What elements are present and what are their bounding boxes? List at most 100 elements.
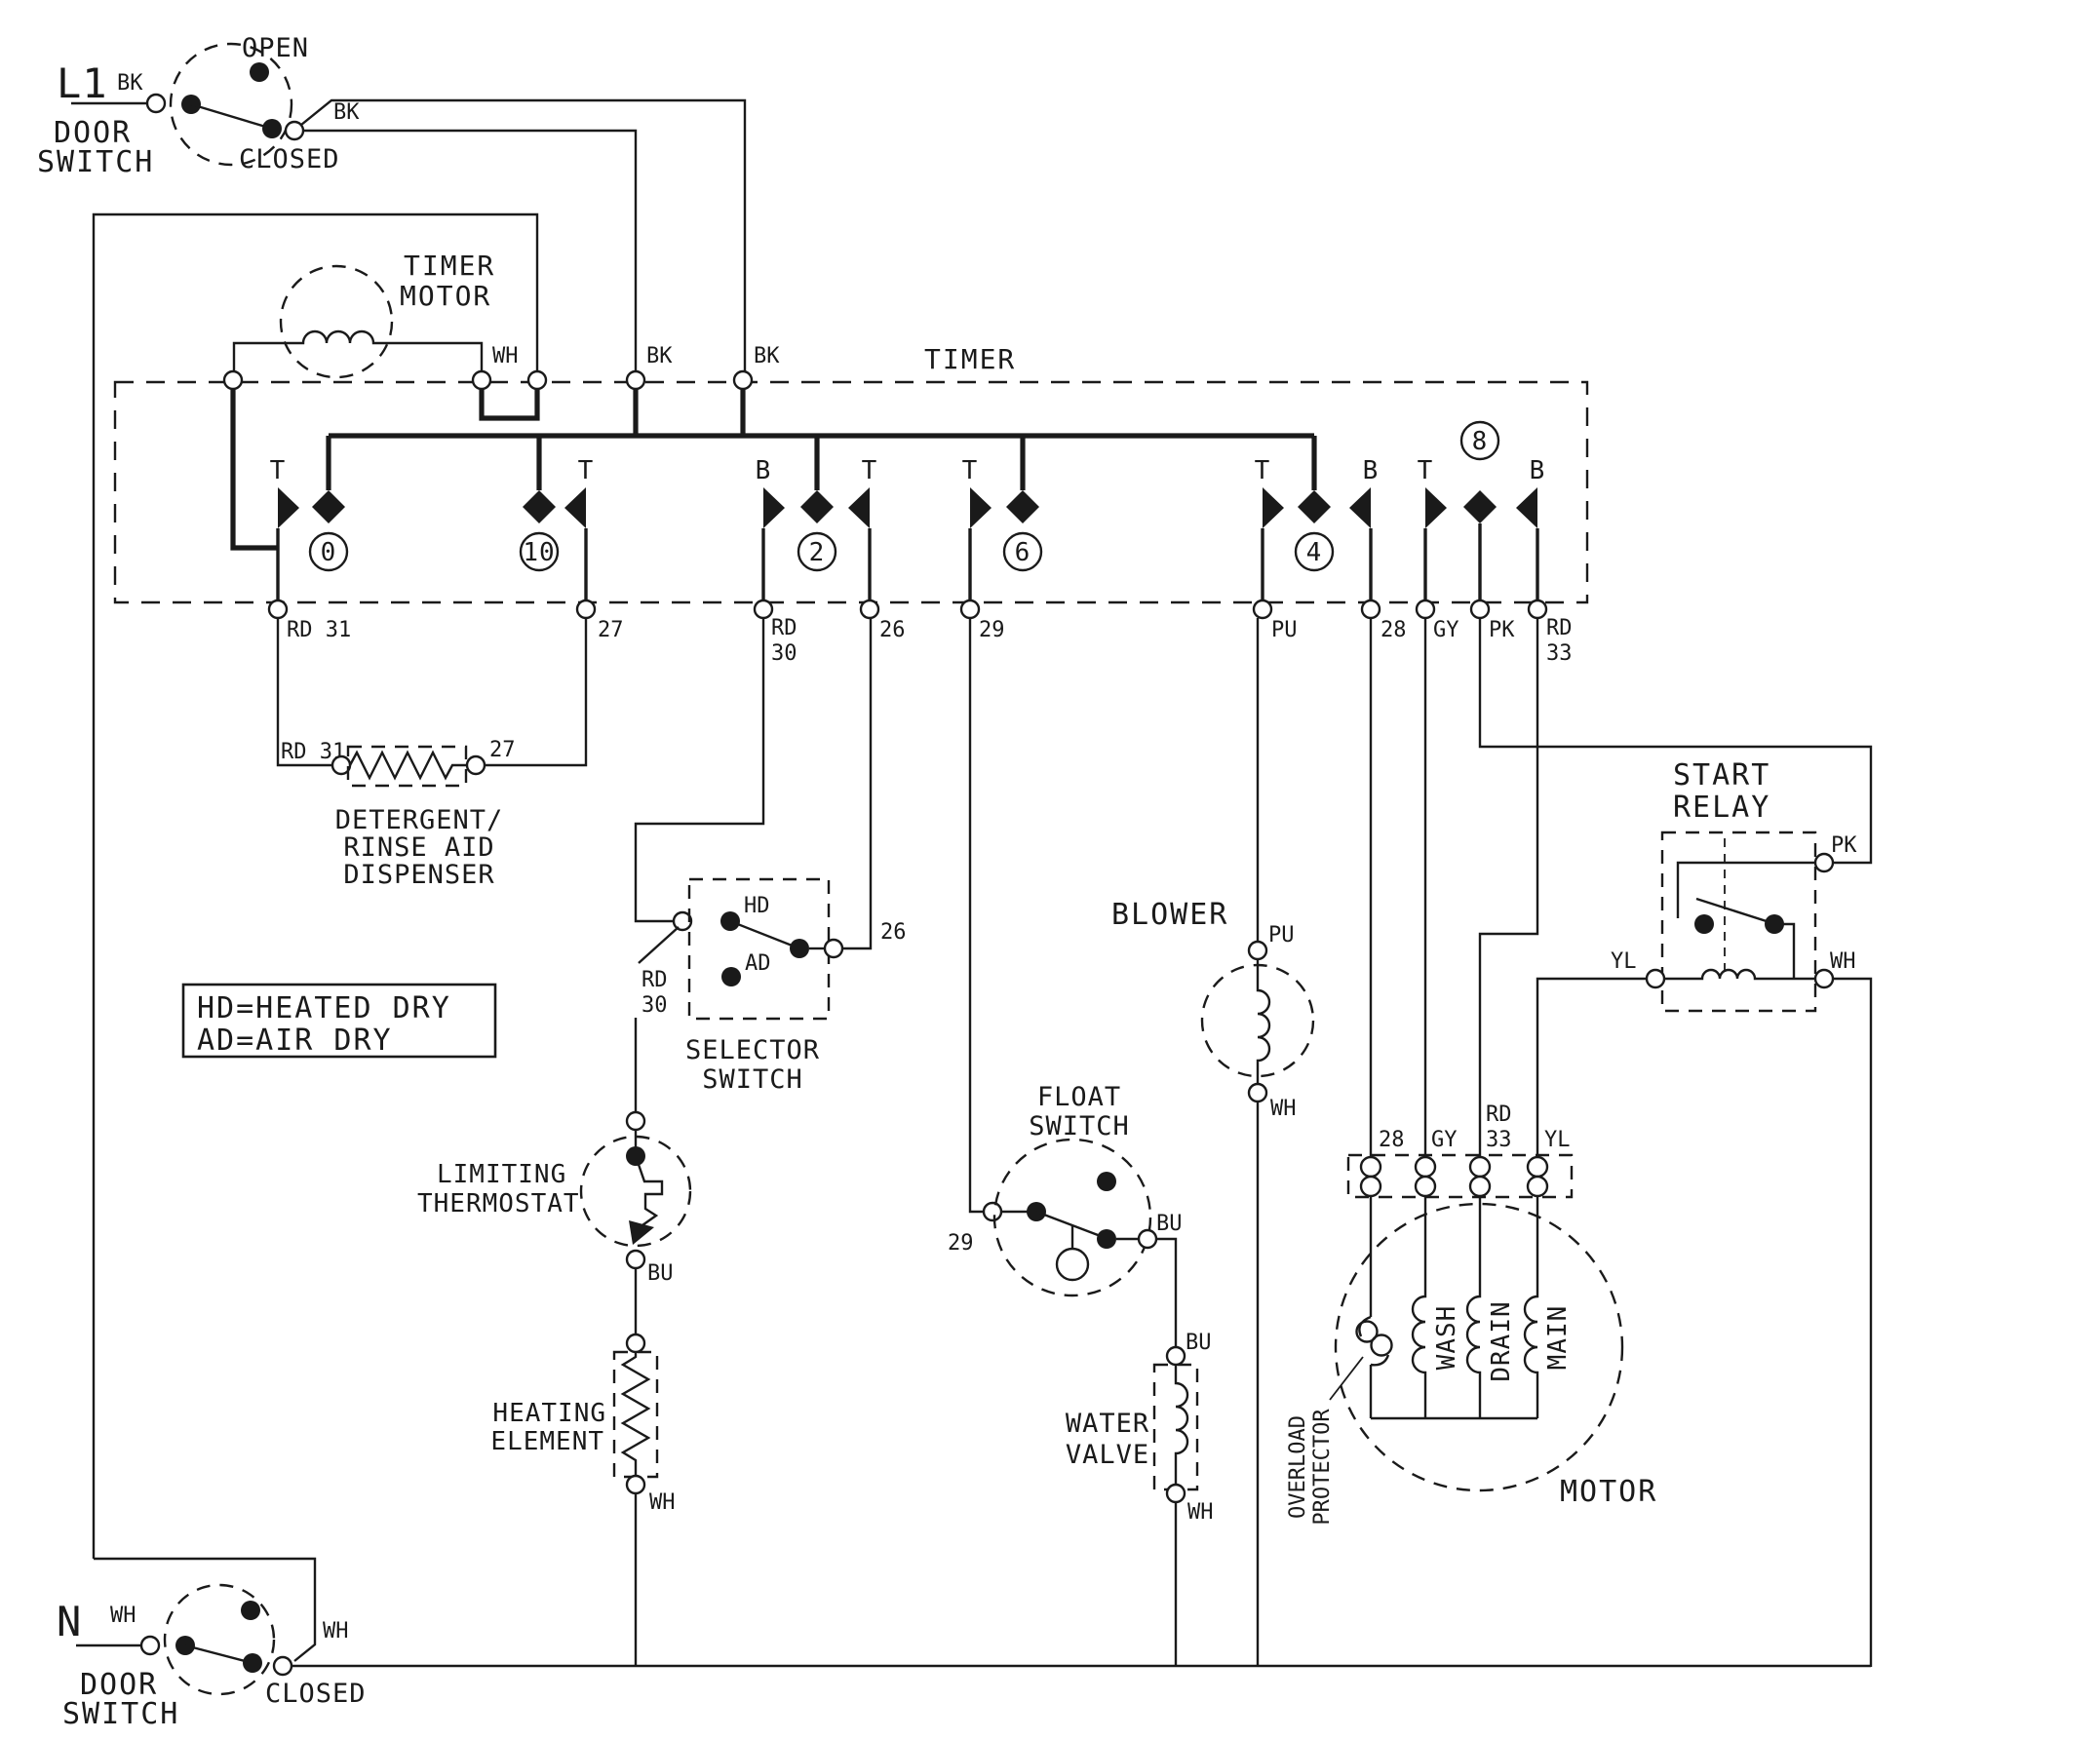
contact-open	[1097, 1172, 1116, 1191]
wire-label: 30	[771, 641, 797, 666]
cam-common-diamond	[1006, 490, 1039, 523]
terminal	[732, 369, 754, 391]
plug-pin	[1359, 1175, 1382, 1198]
relay-contact-out	[1774, 922, 1796, 979]
selector-blade	[729, 919, 800, 950]
wire-yl	[1536, 977, 1647, 1156]
contact-closed	[1097, 1229, 1116, 1249]
timer-motor-feed	[230, 389, 278, 551]
wire-label-bk-feed1: BK	[646, 344, 673, 368]
terminal	[526, 369, 548, 391]
wire-label-bk-l1: BK	[117, 71, 143, 96]
overload-leader-line	[1329, 1356, 1364, 1401]
dispenser-label-3: DISPENSER	[343, 860, 494, 890]
wire-label: 27	[598, 618, 624, 642]
valve-label-2: VALVE	[1066, 1440, 1149, 1470]
float-label-1: FLOAT	[1037, 1082, 1121, 1112]
relay-label-1: START	[1673, 758, 1770, 793]
wire-label: RD	[771, 616, 797, 640]
wire-label: BU	[1186, 1331, 1212, 1355]
wire-label: PU	[1271, 618, 1298, 642]
dispenser-resistor	[348, 750, 467, 781]
terminal	[625, 1333, 646, 1354]
wire-label: 26	[879, 618, 906, 642]
thermostat-label-1: LIMITING	[437, 1160, 566, 1189]
plug-wire-label: RD	[1486, 1102, 1512, 1127]
selector-label-1: SELECTOR	[685, 1035, 820, 1065]
plug-wire-label: 33	[1486, 1128, 1512, 1152]
blower: BLOWER PU WH	[1111, 618, 1315, 1667]
cam-number-ring	[1002, 531, 1043, 572]
timer-motor-coil	[232, 329, 484, 371]
valve-coil	[1174, 1365, 1189, 1485]
terminal	[267, 599, 289, 620]
terminal	[471, 369, 492, 391]
terminal	[625, 1474, 646, 1495]
ad-label: AD	[745, 951, 771, 976]
motor: 28 GY RD 33 YL WASH DRAIN MAIN OVERLOAD …	[1286, 1102, 1657, 1526]
wire-label: WH	[1187, 1500, 1214, 1525]
terminal	[982, 1201, 1003, 1222]
cam-contact-type: T	[578, 456, 595, 485]
cam-contact-type: B	[1363, 456, 1380, 485]
dispenser-outline	[346, 745, 468, 788]
cam-contact-right	[1516, 487, 1537, 528]
terminal	[145, 93, 167, 114]
plug-pin	[1414, 1175, 1437, 1198]
plug-pin	[1526, 1175, 1549, 1198]
switch-label: SWITCH	[62, 1697, 179, 1731]
terminal	[1247, 1082, 1268, 1103]
cam-number: 0	[321, 538, 337, 567]
wire-bu	[1156, 1237, 1178, 1348]
wire-label: RD	[1546, 616, 1573, 640]
terminal	[625, 369, 646, 391]
neutral-source-label: N	[57, 1598, 82, 1645]
wire-29	[968, 618, 984, 1214]
legend-line-2: AD=AIR DRY	[197, 1024, 393, 1058]
terminal	[222, 369, 244, 391]
motor-plug-outline	[1346, 1153, 1574, 1199]
plug-pin	[1468, 1175, 1492, 1198]
winding-label: MAIN	[1543, 1305, 1573, 1371]
terminal	[1137, 1228, 1158, 1250]
cam-contact-type: T	[270, 456, 287, 485]
timer-cam-4: T B 4 PU 28	[1252, 456, 1407, 642]
terminal	[284, 120, 305, 141]
cam-contact-left	[970, 487, 992, 528]
timer-cam-0: T 0 RD 31	[267, 456, 351, 642]
wire-bk-feed-2	[303, 129, 638, 371]
terminal	[1469, 599, 1491, 620]
valve-label-1: WATER	[1066, 1409, 1149, 1439]
terminal	[959, 599, 981, 620]
heater-resistor	[620, 1352, 651, 1476]
relay-outline	[1660, 831, 1817, 1013]
wire-label-bk-feed2: BK	[754, 344, 780, 368]
legend-line-1: HD=HEATED DRY	[197, 991, 451, 1025]
plug-pin	[1526, 1155, 1549, 1179]
wire-label: PU	[1268, 923, 1295, 947]
cam-common-diamond	[800, 490, 834, 523]
wire-label: 29	[948, 1231, 974, 1256]
cam-contact-type: T	[962, 456, 979, 485]
start-relay: START RELAY PK YL WH	[1611, 758, 1873, 1667]
terminal	[1165, 1483, 1186, 1504]
wire-wh-to-bottom-door-switch	[94, 1557, 317, 1662]
cam-contact-type: T	[1255, 456, 1271, 485]
switch-blade	[184, 1643, 253, 1665]
cam-contact-right	[1349, 487, 1371, 528]
motor-label: MOTOR	[1560, 1475, 1657, 1509]
overload-disc	[1355, 1320, 1379, 1343]
neutral-return-loop	[92, 213, 539, 1662]
plug-pin	[1359, 1155, 1382, 1179]
wire-rd30-leader	[638, 926, 680, 964]
cam-contact-type: B	[1530, 456, 1546, 485]
float-blade	[1035, 1210, 1107, 1240]
terminal	[625, 1110, 646, 1132]
cam-number-ring	[519, 531, 560, 572]
timer-cam-6: T 6 29	[959, 456, 1043, 642]
cam-contact-left	[1263, 487, 1284, 528]
wire-label-bk-out: BK	[333, 100, 360, 125]
wire-label: RD 31	[287, 618, 351, 642]
float-switch-outline	[992, 1138, 1152, 1297]
